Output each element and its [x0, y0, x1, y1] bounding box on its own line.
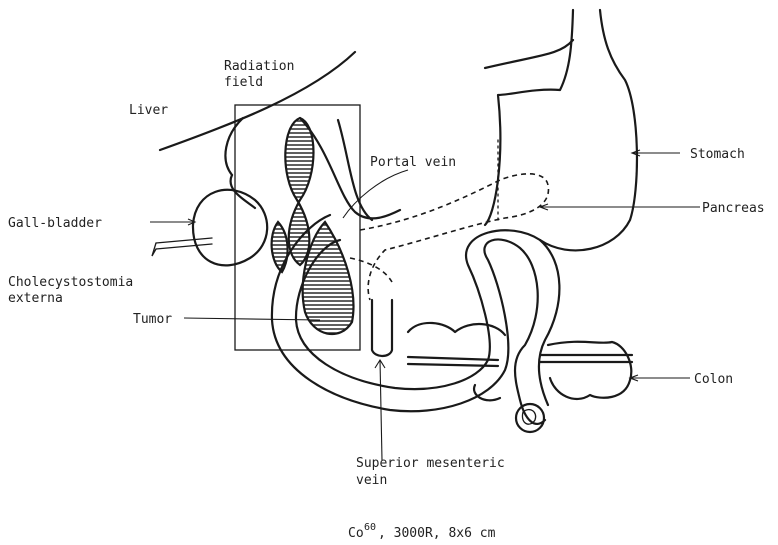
label-stomach: Stomach: [690, 147, 745, 162]
caption: Co 60 , 3000R, 8x6 cm: [348, 522, 496, 541]
label-cholecystostomia-line1: Cholecystostomia: [8, 275, 133, 290]
label-colon: Colon: [694, 372, 733, 387]
label-cholecystostomia-line2: externa: [8, 291, 63, 306]
caption-dose-and-field: , 3000R, 8x6 cm: [378, 526, 496, 541]
label-tumor: Tumor: [133, 312, 172, 327]
label-pancreas: Pancreas: [702, 201, 765, 216]
stomach: [485, 10, 637, 250]
label-portal-vein: Portal vein: [370, 155, 456, 170]
caption-isotope-superscript: 60: [364, 522, 376, 533]
label-superior-mesenteric-line2: vein: [356, 473, 387, 488]
caption-isotope-prefix: Co: [348, 526, 364, 541]
pancreas: [350, 174, 548, 300]
label-superior-mesenteric-line1: Superior mesenteric: [356, 456, 505, 471]
gall-bladder: [152, 190, 267, 266]
label-radiation-field-line1: Radiation: [224, 59, 294, 74]
label-radiation-field-line2: field: [224, 75, 263, 90]
colon: [408, 323, 632, 400]
label-gall-bladder: Gall-bladder: [8, 216, 102, 231]
label-liver: Liver: [129, 103, 168, 118]
pointer-lines: [150, 150, 700, 460]
